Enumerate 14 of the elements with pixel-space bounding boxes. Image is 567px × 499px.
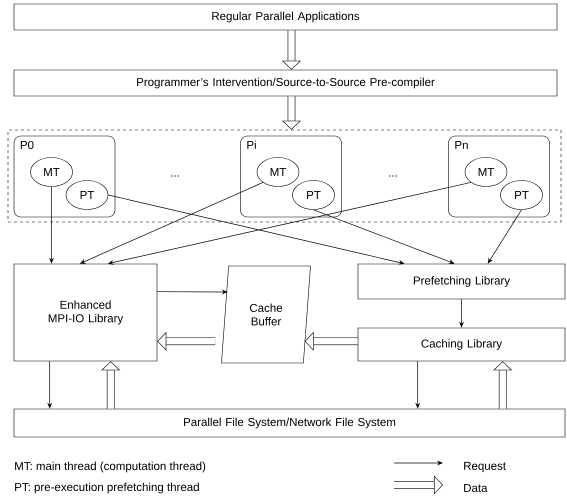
buffer-parallelogram: Cache Buffer: [221, 266, 311, 364]
process-box: Regular Parallel Applications: [14, 4, 558, 30]
note-text: PT: pre-execution prefetching thread: [15, 482, 199, 494]
process-box: Caching Library: [358, 328, 566, 362]
process-box: Parallel File System/Network File System: [14, 408, 566, 438]
legend-text: Request: [464, 462, 506, 472]
process-box: Enhanced MPI-IO Library: [14, 264, 158, 362]
ellipsis: ...: [389, 175, 397, 177]
note-text: MT: main thread (computation thread): [15, 462, 206, 472]
legend-text: Data: [464, 484, 488, 492]
process-box: Prefetching Library: [358, 264, 566, 300]
ellipsis: ...: [171, 175, 179, 177]
process-box: Programmer’s Intervention/Source-to-Source Pre-compiler: [14, 70, 558, 96]
process-group: [8, 130, 562, 222]
